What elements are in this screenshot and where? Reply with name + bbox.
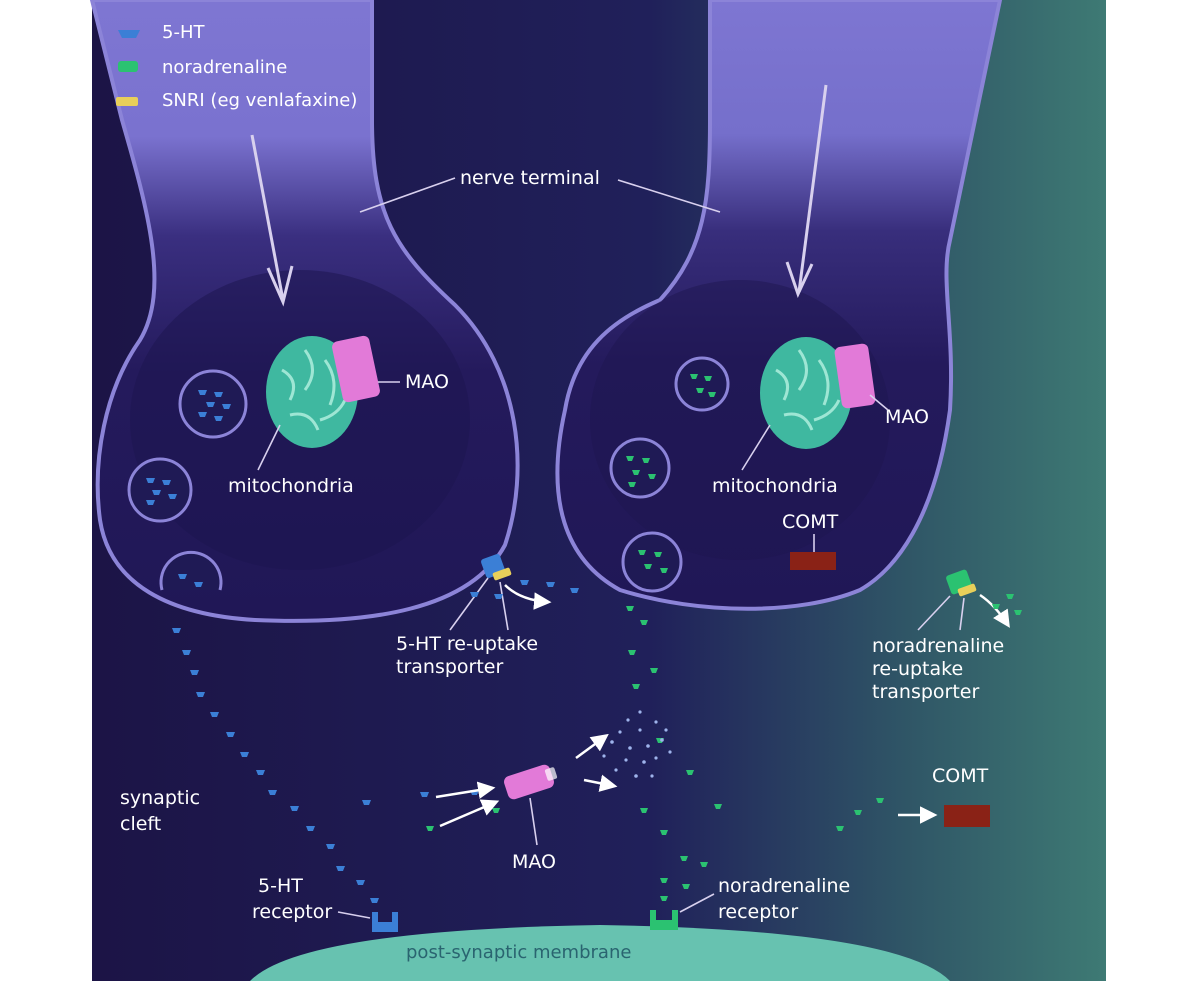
na-transporter-label-1: noradrenaline <box>872 635 1004 657</box>
sht-receptor-pointer <box>337 911 371 919</box>
na-transporter-pointer-1 <box>917 595 951 631</box>
noradrenaline-receptor <box>650 910 678 930</box>
noradrenaline-reuptake-transporter <box>946 569 977 597</box>
mao-output-arrow-up <box>575 733 609 760</box>
left-mitochondria-label: mitochondria <box>228 475 354 497</box>
serotonin-reuptake-transporter <box>481 554 512 581</box>
legend-serotonin-swatch <box>118 30 140 38</box>
post-synaptic-membrane <box>250 925 950 981</box>
right-vesicle-2 <box>609 437 671 499</box>
post-synaptic-membrane-label: post-synaptic membrane <box>406 942 631 963</box>
na-receptor-pointer <box>679 893 715 913</box>
mao-input-arrow-2 <box>439 799 500 828</box>
comt-cleft-label: COMT <box>932 765 989 787</box>
right-terminal-arrowhead <box>785 261 814 298</box>
sht-transporter-pointer-1 <box>449 577 489 631</box>
sht-transporter-pointer-2 <box>499 581 509 631</box>
right-mitochondria-pointer <box>741 424 771 471</box>
legend-noradrenaline-label: noradrenaline <box>162 57 287 78</box>
serotonin-receptor <box>372 912 398 932</box>
left-terminal-arrow <box>250 134 285 301</box>
sht-transporter-label-2: transporter <box>396 656 503 678</box>
left-terminal-arrowhead <box>266 265 294 307</box>
metabolite-cluster <box>602 710 672 778</box>
na-receptor-label-2: receptor <box>718 901 798 923</box>
sht-receptor-label-1: 5-HT <box>258 875 303 897</box>
right-mao-pointer <box>869 394 889 411</box>
comt-inside-label: COMT <box>782 511 839 533</box>
na-transporter-label-3: transporter <box>872 681 979 703</box>
cleft-mao-pointer <box>529 797 538 846</box>
na-transporter-label-2: re-uptake <box>872 658 963 680</box>
left-mitochondrion <box>266 336 358 448</box>
nerve-terminal-label: nerve terminal <box>460 167 600 189</box>
left-mao-enzyme <box>332 335 380 403</box>
mao-output-arrow-down <box>583 774 618 792</box>
serotonin-reuptake-arrow <box>504 584 552 610</box>
comt-inside-enzyme <box>790 552 836 570</box>
cleft-mao-enzyme <box>504 764 558 800</box>
left-vesicle-1 <box>178 369 248 439</box>
na-receptor-label-1: noradrenaline <box>718 875 850 897</box>
right-terminal-arrow <box>797 84 828 293</box>
nerve-terminal-pointer-left <box>359 177 456 213</box>
na-transporter-pointer-2 <box>959 597 965 631</box>
cleft-mao-label: MAO <box>512 851 556 873</box>
legend: 5-HT noradrenaline SNRI (eg venlafaxine) <box>116 22 357 111</box>
synaptic-cleft-label-1: synaptic <box>120 787 200 809</box>
legend-serotonin-label: 5-HT <box>162 22 205 43</box>
right-mitochondrion <box>760 337 852 449</box>
sht-receptor-label-2: receptor <box>252 901 332 923</box>
left-mitochondria-pointer <box>257 424 281 471</box>
legend-snri-label: SNRI (eg venlafaxine) <box>162 90 357 111</box>
synaptic-cleft-label-2: cleft <box>120 813 161 835</box>
right-mao-enzyme <box>834 343 876 409</box>
nerve-terminal-pointer-right <box>617 179 721 213</box>
right-mitochondria-label: mitochondria <box>712 475 838 497</box>
legend-snri-swatch <box>116 97 138 106</box>
left-mao-label: MAO <box>405 371 449 393</box>
left-vesicle-releasing <box>159 550 223 591</box>
mao-input-arrow-1 <box>435 781 496 799</box>
comt-cleft-enzyme <box>944 805 990 827</box>
sht-transporter-label-1: 5-HT re-uptake <box>396 633 538 655</box>
released-noradrenaline-molecules <box>626 594 1022 901</box>
legend-noradrenaline-swatch <box>118 61 138 72</box>
right-mao-label: MAO <box>885 406 929 428</box>
released-serotonin-molecules <box>172 580 579 903</box>
right-vesicle-3 <box>621 531 683 593</box>
left-vesicle-2 <box>127 457 193 523</box>
right-vesicle-1 <box>674 356 730 412</box>
